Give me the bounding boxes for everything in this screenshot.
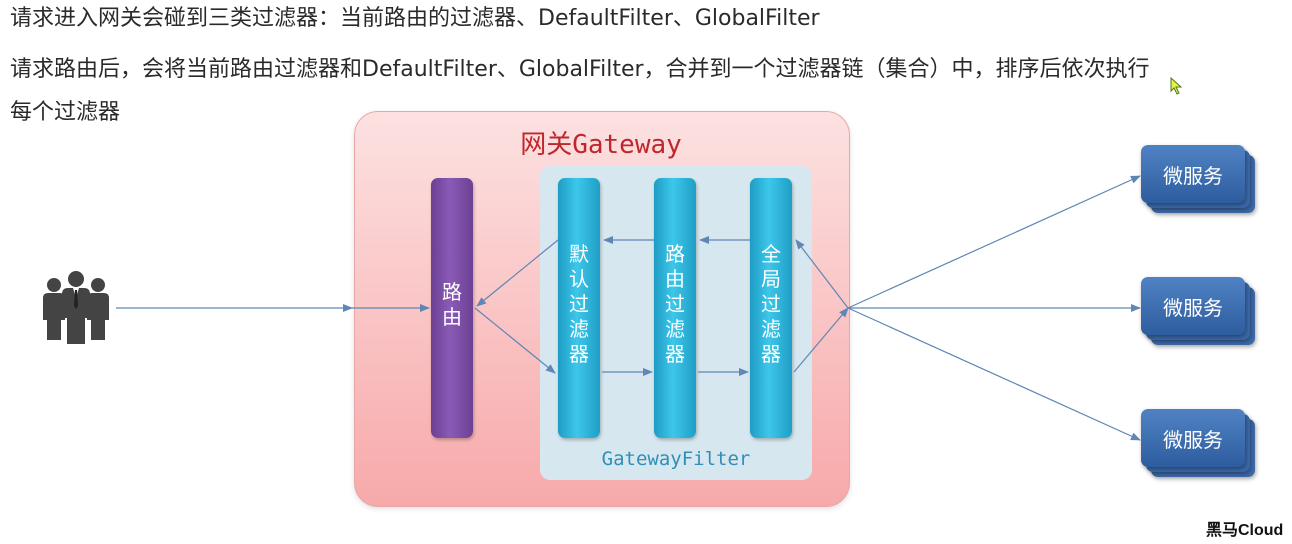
mouse-cursor-icon: [1170, 77, 1183, 95]
gateway-title: 网关Gateway: [520, 130, 682, 160]
default-filter-label: 默 认 过 滤 器: [569, 242, 589, 366]
intro-line-2: 请求路由后，会将当前路由过滤器和DefaultFilter、GlobalFilt…: [10, 57, 1150, 82]
route-filter-label: 路 由 过 滤 器: [665, 242, 685, 366]
arrow-route-to-default: [474, 307, 556, 374]
microservice-1: 微服务: [1141, 145, 1255, 213]
users-group-icon: [43, 271, 109, 344]
microservice-2: 微服务: [1141, 277, 1255, 345]
route-pillar-label: 路 由: [442, 280, 462, 329]
arrow-to-service-1: [847, 175, 1141, 309]
microservice-3: 微服务: [1141, 409, 1255, 477]
microservice-3-label: 微服务: [1141, 409, 1245, 467]
route-pillar: 路 由: [431, 178, 473, 438]
intro-line-1: 请求进入网关会碰到三类过滤器：当前路由的过滤器、DefaultFilter、Gl…: [10, 6, 820, 31]
arrow-to-service-3: [847, 307, 1141, 441]
watermark: 黑马Cloud: [1206, 522, 1284, 539]
microservice-1-label: 微服务: [1141, 145, 1245, 203]
gateway-filter-label: GatewayFilter: [601, 448, 751, 470]
arrow-global-out: [793, 307, 849, 373]
global-filter-label: 全 局 过 滤 器: [761, 242, 781, 366]
microservice-2-label: 微服务: [1141, 277, 1245, 335]
arrow-return-in: [795, 239, 849, 309]
arrow-default-to-route: [476, 239, 559, 307]
global-filter-pillar: 全 局 过 滤 器: [750, 178, 792, 438]
route-filter-pillar: 路 由 过 滤 器: [654, 178, 696, 438]
default-filter-pillar: 默 认 过 滤 器: [558, 178, 600, 438]
intro-line-3: 每个过滤器: [10, 100, 121, 125]
